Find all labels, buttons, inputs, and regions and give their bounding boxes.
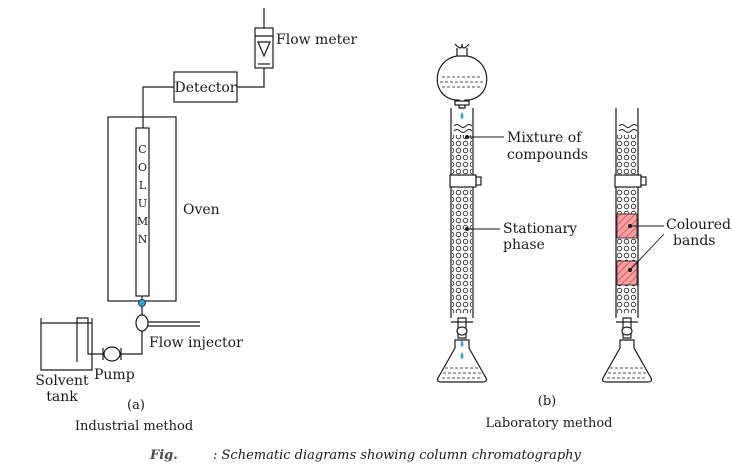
pump-icon	[103, 346, 121, 362]
industrial-method-label: Industrial method	[75, 419, 193, 434]
coloured-label-line1: Coloured	[666, 217, 731, 233]
lab-column-1-stopcock-icon	[456, 326, 468, 336]
detector-box	[173, 71, 238, 103]
stationary-label-line2: phase	[503, 237, 545, 253]
lab-column-2-mixture	[618, 124, 638, 133]
band-1-leader-dot	[628, 224, 632, 228]
injector-to-pump-pipe	[120, 331, 143, 355]
lab-flask-2	[601, 339, 653, 383]
column-outlet-dot	[138, 299, 146, 307]
industrial-panel	[40, 8, 274, 371]
lab-column-2-stopcock-icon	[621, 326, 633, 336]
lab-flask-1	[436, 339, 488, 383]
coloured-band-2	[616, 260, 638, 286]
flow-meter-to-detector-pipe	[237, 68, 265, 88]
laboratory-method-label: Laboratory method	[485, 416, 612, 431]
droplet-icon-top	[460, 112, 464, 119]
flow-injector-icon	[135, 314, 149, 332]
column-letter-u: U	[138, 197, 147, 210]
band-2-leader-line	[629, 233, 665, 271]
lab-column-1-clamp	[449, 174, 477, 188]
solvent-tank-label-line2: tank	[46, 389, 78, 405]
mixture-leader-dot	[465, 135, 469, 139]
coloured-label-line2: bands	[673, 233, 715, 249]
detector-label: Detector	[174, 80, 236, 96]
droplet-icon-flask-1	[460, 340, 464, 347]
column-letter-c: C	[138, 143, 146, 156]
panel-a-label: (a)	[127, 398, 145, 413]
pump-label: Pump	[94, 367, 135, 383]
solvent-tank	[40, 318, 93, 371]
funnel-stopcock	[454, 100, 470, 106]
lab-column-2-packing-top	[617, 135, 637, 175]
flow-meter-triangle-icon	[257, 41, 271, 58]
figure-caption: : Schematic diagrams showing column chro…	[213, 448, 582, 463]
flow-injector-label: Flow injector	[149, 335, 243, 351]
mixture-label-line2: compounds	[507, 147, 588, 163]
funnel-stopper	[454, 43, 470, 49]
solvent-tank-label-line1: Solvent	[35, 373, 89, 389]
droplet-icon-flask-2	[460, 352, 464, 359]
laboratory-panel	[436, 43, 665, 383]
detector-to-column-pipe	[142, 86, 174, 128]
flow-meter-body	[254, 27, 274, 69]
column-letter-o: O	[138, 161, 147, 174]
figure-tag: Fig.	[149, 448, 178, 463]
band-2-leader-dot	[628, 268, 632, 272]
flow-meter-label: Flow meter	[276, 32, 358, 48]
lab-column-1-packing-bottom	[452, 188, 472, 313]
mixture-label-line1: Mixture of	[507, 130, 583, 146]
column-letter-l: L	[139, 179, 147, 192]
lab-column-2-packing-bottom	[617, 188, 637, 313]
oven-label: Oven	[183, 202, 220, 218]
lab-column-2-clamp-screw	[640, 176, 647, 186]
column-letter-m: M	[137, 215, 148, 228]
panel-b-label: (b)	[538, 394, 556, 409]
pump-to-tank-pipe	[76, 317, 103, 362]
lab-column-2-clamp	[614, 174, 642, 188]
stationary-leader-dot	[465, 227, 469, 231]
lab-column-1-packing-top	[452, 135, 472, 175]
lab-column-1-clamp-screw	[475, 176, 482, 186]
column-letter-n: N	[138, 233, 148, 246]
stationary-label-line1: Stationary	[503, 221, 577, 237]
lab-column-1-mixture	[453, 124, 473, 133]
